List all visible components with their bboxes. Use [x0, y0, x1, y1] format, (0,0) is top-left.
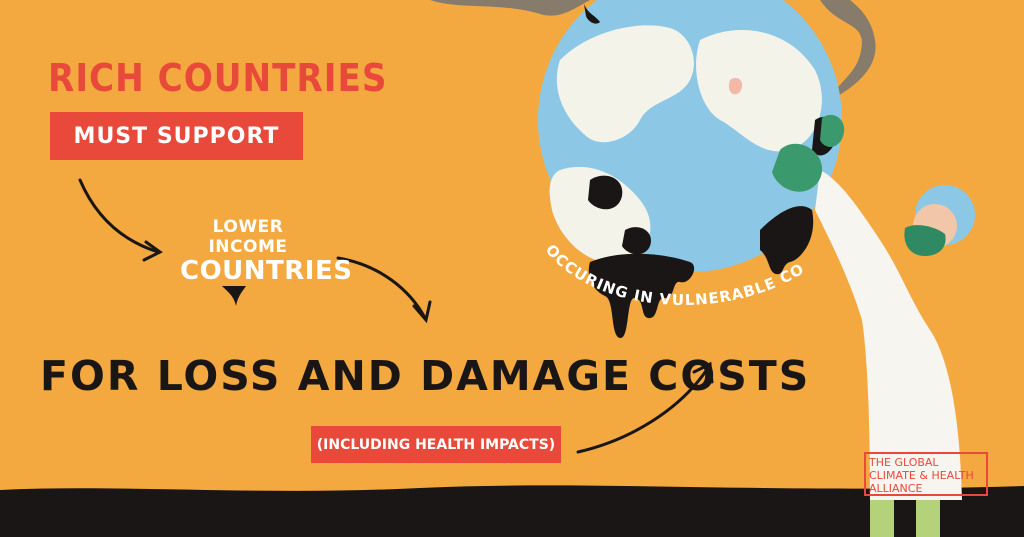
lower-income-line1: LOWER INCOME: [208, 217, 288, 257]
arrow-two-icon: [336, 256, 427, 320]
doctor-illustration: [772, 114, 975, 537]
including-health-banner: (INCLUDING HEALTH IMPACTS): [311, 426, 561, 463]
ground-strip: [0, 485, 1024, 537]
logo-line1: THE GLOBAL: [869, 456, 939, 469]
headline: RICH COUNTRIES: [48, 56, 388, 100]
loss-damage-heading: FOR LOSS AND DAMAGE COSTS: [40, 352, 811, 400]
smoke-right: [820, 0, 876, 100]
logo-line3: ALLIANCE: [869, 482, 923, 495]
lower-income-label: LOWER INCOME COUNTRIES: [180, 217, 353, 287]
globe-icon: [538, 0, 842, 339]
drip-icon: [222, 286, 246, 306]
arrow-three-icon: [576, 366, 710, 454]
arrow-one-icon: [78, 178, 160, 254]
lower-income-line2: COUNTRIES: [180, 256, 353, 287]
must-support-banner: MUST SUPPORT: [50, 112, 303, 160]
alliance-logo: THE GLOBAL CLIMATE & HEALTH ALLIANCE: [864, 452, 988, 496]
smoke-left: [430, 0, 590, 16]
arrow-icons: [78, 178, 714, 454]
logo-line2: CLIMATE & HEALTH: [869, 469, 974, 482]
